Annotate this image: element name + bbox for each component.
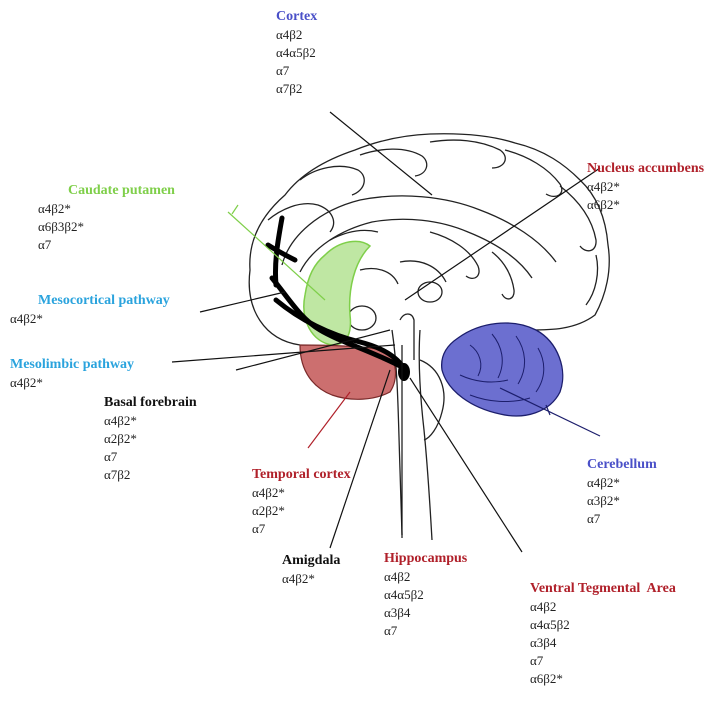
nucleus-accumbens-subunit: α4β2* [587,178,704,196]
temporal-cortex-subunit: α2β2* [252,502,351,520]
vta-dot [398,363,410,381]
caudate-putamen-subunit: α6β3β2* [38,218,175,236]
region-cerebellum: Cerebellum α4β2* α3β2* α7 [587,456,657,528]
caudate-putamen-subunit: α4β2* [38,200,175,218]
nucleus-accumbens-title: Nucleus accumbens [587,160,704,178]
cortex-title: Cortex [276,8,317,26]
vta-subunit: α6β2* [530,670,676,688]
cerebellum-title: Cerebellum [587,456,657,474]
temporal-cortex-subunit: α4β2* [252,484,351,502]
mesocortical-subunit: α4β2* [10,310,170,328]
amigdala-subunit: α4β2* [282,570,340,588]
vta-title: Ventral Tegmental Area [530,580,676,598]
nucleus-accumbens-subunit: α6β2* [587,196,704,214]
region-amigdala: Amigdala α4β2* [282,552,340,588]
hippocampus-subunit: α4α5β2 [384,586,467,604]
hippocampus-subunit: α3β4 [384,604,467,622]
basal-forebrain-title: Basal forebrain [104,394,197,412]
temporal-cortex-shape [300,345,395,399]
cerebellum-subunit: α3β2* [587,492,657,510]
vta-subunit: α7 [530,652,676,670]
hippocampus-subunit: α4β2 [384,568,467,586]
caudate-putamen-subunit: α7 [38,236,175,254]
vta-subunit: α3β4 [530,634,676,652]
caudate-putamen-title: Caudate putamen [68,182,175,200]
basal-forebrain-subunit: α7β2 [104,466,197,484]
hippocampus-title: Hippocampus [384,550,467,568]
mesolimbic-subunit: α4β2* [10,374,134,392]
mesocortical-title: Mesocortical pathway [38,292,170,310]
mesolimbic-title: Mesolimbic pathway [10,356,134,374]
region-nucleus-accumbens: Nucleus accumbens α4β2* α6β2* [587,160,704,214]
amigdala-title: Amigdala [282,552,340,570]
basal-forebrain-subunit: α7 [104,448,197,466]
region-hippocampus: Hippocampus α4β2 α4α5β2 α3β4 α7 [384,550,467,640]
cortex-subunit: α4α5β2 [276,44,317,62]
vta-subunit: α4α5β2 [530,616,676,634]
cortex-subunit: α4β2 [276,26,317,44]
cerebellum-subunit: α7 [587,510,657,528]
region-mesocortical-pathway: Mesocortical pathway α4β2* [10,292,170,328]
cortex-subunit: α7β2 [276,80,317,98]
cerebellum-subunit: α4β2* [587,474,657,492]
region-caudate-putamen: Caudate putamen α4β2* α6β3β2* α7 [38,182,175,254]
hippocampus-subunit: α7 [384,622,467,640]
region-temporal-cortex: Temporal cortex α4β2* α2β2* α7 [252,466,351,538]
basal-forebrain-subunit: α4β2* [104,412,197,430]
region-mesolimbic-pathway: Mesolimbic pathway α4β2* [10,356,134,392]
region-cortex: Cortex α4β2 α4α5β2 α7 α7β2 [276,8,317,98]
region-basal-forebrain: Basal forebrain α4β2* α2β2* α7 α7β2 [104,394,197,484]
region-ventral-tegmental-area: Ventral Tegmental Area α4β2 α4α5β2 α3β4 … [530,580,676,688]
basal-forebrain-subunit: α2β2* [104,430,197,448]
temporal-cortex-title: Temporal cortex [252,466,351,484]
cortex-subunit: α7 [276,62,317,80]
temporal-cortex-subunit: α7 [252,520,351,538]
vta-subunit: α4β2 [530,598,676,616]
